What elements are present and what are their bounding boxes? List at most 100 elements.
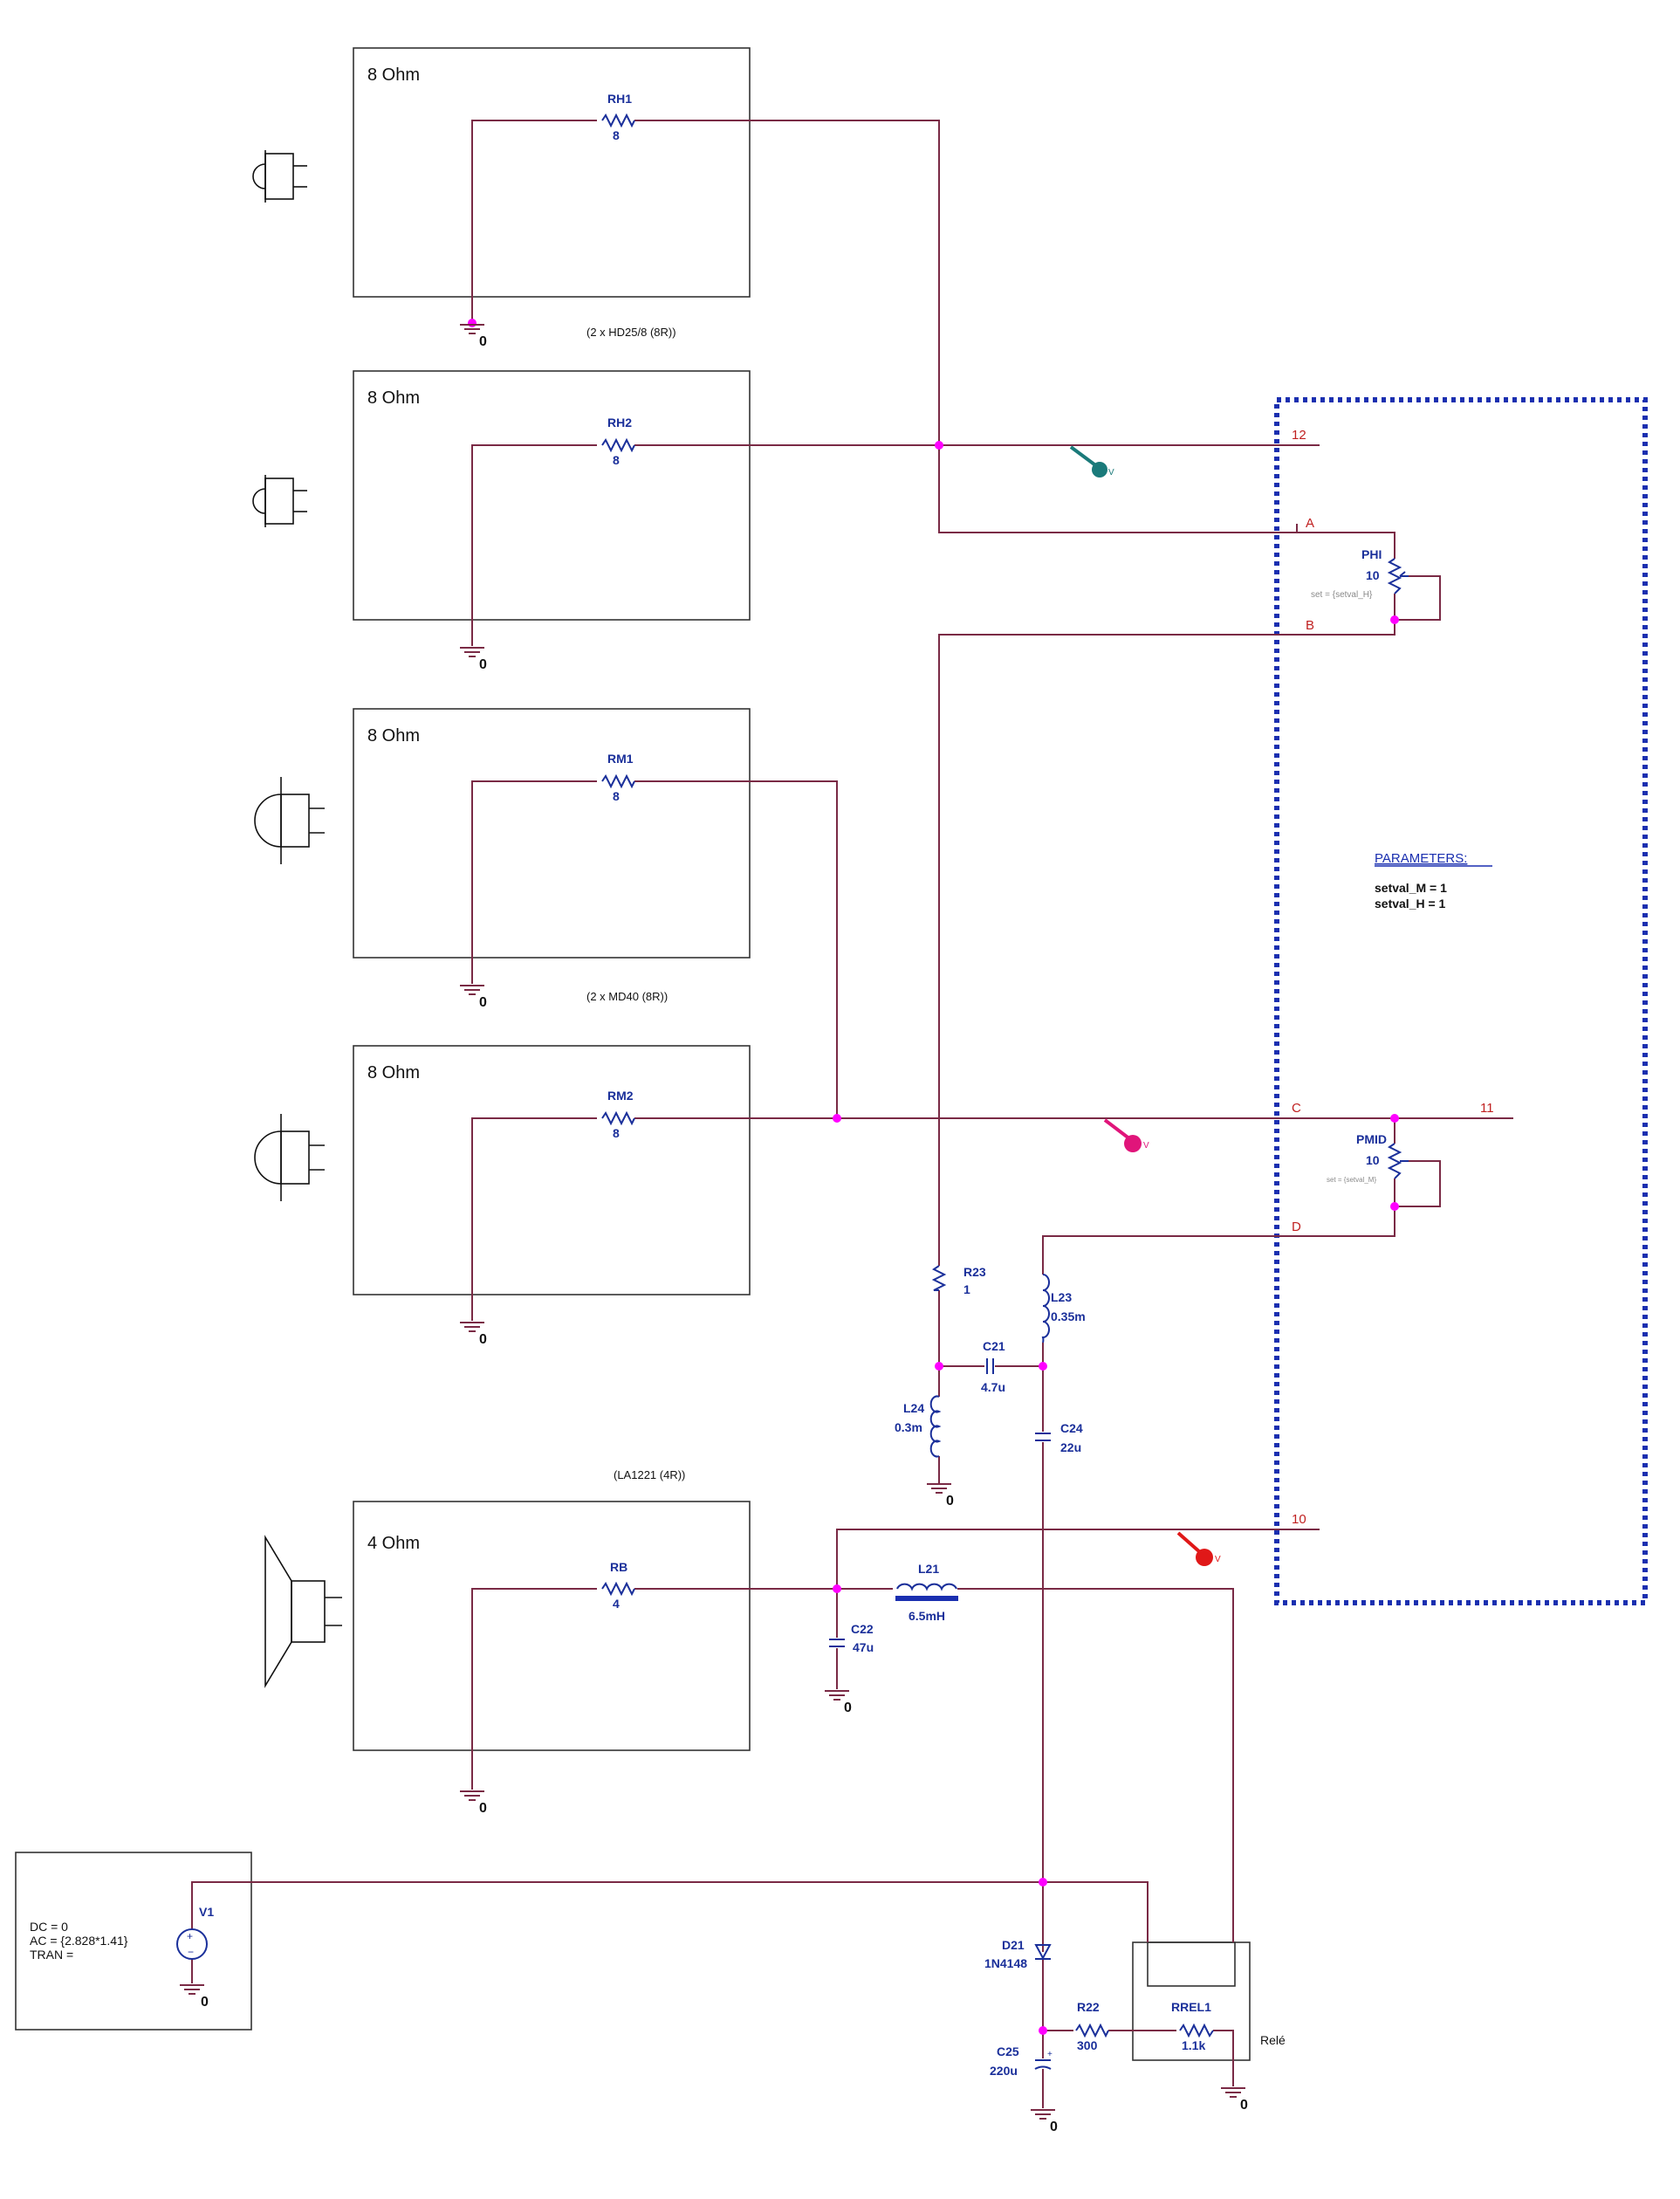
ground-label-h1: 0 <box>479 334 487 349</box>
rh1-value: 8 <box>613 128 620 142</box>
box-high-1 <box>353 47 751 298</box>
voltage-probe-red[interactable]: V <box>1176 1531 1221 1566</box>
voltage-probe-teal[interactable]: V <box>1069 445 1114 478</box>
rrel1-ref: RREL1 <box>1171 2000 1211 2014</box>
resistor-rm1[interactable] <box>601 773 635 789</box>
c25-value: 220u <box>990 2064 1018 2078</box>
pin-10: 10 <box>1292 1512 1306 1527</box>
potentiometer-pmid[interactable] <box>1387 1143 1409 1179</box>
wire-d <box>1042 1206 1395 1275</box>
note-bass-driver: (LA1221 (4R)) <box>614 1468 685 1481</box>
capacitor-c21[interactable] <box>986 1358 994 1374</box>
ground-label-c22: 0 <box>844 1701 852 1715</box>
l21-value: 6.5mH <box>909 1609 945 1623</box>
d21-value: 1N4148 <box>984 1956 1027 1970</box>
rb-value: 4 <box>613 1597 620 1611</box>
c24-ref: C24 <box>1060 1421 1083 1435</box>
wire-rm2 <box>471 1117 597 1321</box>
wire-a <box>939 532 1395 559</box>
pin-b: B <box>1306 618 1314 633</box>
wire-phi-wiper <box>1394 575 1441 621</box>
svg-text:+: + <box>1047 2050 1053 2059</box>
rm2-ref: RM2 <box>607 1089 634 1103</box>
ground-symbols <box>180 324 1245 2120</box>
wire-rb <box>471 1588 597 1790</box>
svg-text:V: V <box>1143 1141 1149 1151</box>
parameters-line-2: setval_H = 1 <box>1375 897 1446 911</box>
woofer-icon <box>264 1535 342 1688</box>
svg-text:−: − <box>188 1946 194 1958</box>
resistor-rm2[interactable] <box>601 1110 635 1126</box>
box-mid-2-title: 8 Ohm <box>367 1063 420 1082</box>
resistor-rrel1[interactable] <box>1179 2023 1214 2038</box>
note-mid-drivers: (2 x MD40 (8R)) <box>586 990 668 1003</box>
inductor-l21[interactable] <box>895 1583 958 1601</box>
box-high-1-title: 8 Ohm <box>367 65 420 85</box>
phi-ref: PHI <box>1361 547 1382 561</box>
wire-pin10 <box>836 1529 1320 1589</box>
inductor-l24[interactable] <box>929 1395 942 1458</box>
box-high-2 <box>353 370 751 621</box>
svg-text:+: + <box>187 1930 193 1942</box>
rh2-ref: RH2 <box>607 416 632 429</box>
parameters-title: PARAMETERS: <box>1375 851 1467 866</box>
inductor-l23[interactable] <box>1041 1274 1050 1343</box>
capacitor-c25[interactable]: + <box>1034 2050 1053 2070</box>
phi-set: set = {setval_H} <box>1311 590 1373 600</box>
rh2-value: 8 <box>613 453 620 467</box>
box-mid-2 <box>353 1045 751 1295</box>
box-bass-title: 4 Ohm <box>367 1534 420 1553</box>
svg-text:V: V <box>1215 1555 1221 1564</box>
capacitor-c24[interactable] <box>1035 1433 1051 1441</box>
c21-value: 4.7u <box>981 1380 1005 1394</box>
parameters-line-1: setval_M = 1 <box>1375 881 1447 895</box>
ground-label-m1: 0 <box>479 995 487 1010</box>
tweeter-icon-1 <box>252 150 307 203</box>
ground-label-rrel1: 0 <box>1240 2098 1248 2113</box>
box-source <box>15 1852 252 2031</box>
box-parameters <box>1274 397 1648 1605</box>
resistor-rh1[interactable] <box>601 113 635 128</box>
pin-11: 11 <box>1480 1101 1494 1116</box>
wire-rm1 <box>471 780 597 984</box>
wire-rrel1-right <box>1213 2030 1234 2086</box>
r22-ref: R22 <box>1077 2000 1100 2014</box>
resistor-rb[interactable] <box>601 1581 635 1597</box>
r22-value: 300 <box>1077 2038 1098 2052</box>
pin-a: A <box>1306 516 1314 531</box>
c24-value: 22u <box>1060 1440 1081 1454</box>
box-mid-1-title: 8 Ohm <box>367 726 420 746</box>
capacitor-c22[interactable] <box>829 1639 845 1647</box>
box-bass <box>353 1501 751 1751</box>
resistor-rh2[interactable] <box>601 437 635 453</box>
c21-ref: C21 <box>983 1339 1005 1353</box>
resistor-r22[interactable] <box>1075 2023 1109 2038</box>
wire-pmid-wiper <box>1394 1160 1441 1207</box>
pmid-value: 10 <box>1366 1153 1380 1167</box>
l21-ref: L21 <box>918 1562 939 1576</box>
wire-v1-top <box>191 1881 1149 1942</box>
voltage-probe-magenta[interactable]: V <box>1103 1118 1149 1152</box>
l24-ref: L24 <box>903 1401 924 1415</box>
pmid-set: set = {setval_M} <box>1327 1176 1376 1184</box>
diode-d21[interactable] <box>1034 1944 1052 1961</box>
midrange-icon-2 <box>254 1114 325 1201</box>
resistor-r23[interactable] <box>931 1265 947 1291</box>
rm2-value: 8 <box>613 1126 620 1140</box>
c22-ref: C22 <box>851 1622 874 1636</box>
ground-label-b: 0 <box>479 1801 487 1816</box>
midrange-icon-1 <box>254 777 325 864</box>
ground-label-l24: 0 <box>946 1494 954 1508</box>
note-relay: Relé <box>1260 2033 1286 2047</box>
r23-ref: R23 <box>963 1265 986 1279</box>
box-relay-inner <box>1147 1941 1236 1987</box>
tweeter-icon-2 <box>252 475 307 527</box>
rh1-ref: RH1 <box>607 92 632 106</box>
voltage-source-v1[interactable]: + − <box>176 1928 208 1960</box>
box-high-2-title: 8 Ohm <box>367 388 420 408</box>
potentiometer-phi[interactable] <box>1387 558 1409 594</box>
rm1-value: 8 <box>613 789 620 803</box>
r23-value: 1 <box>963 1282 970 1296</box>
ground-label-h2: 0 <box>479 657 487 672</box>
